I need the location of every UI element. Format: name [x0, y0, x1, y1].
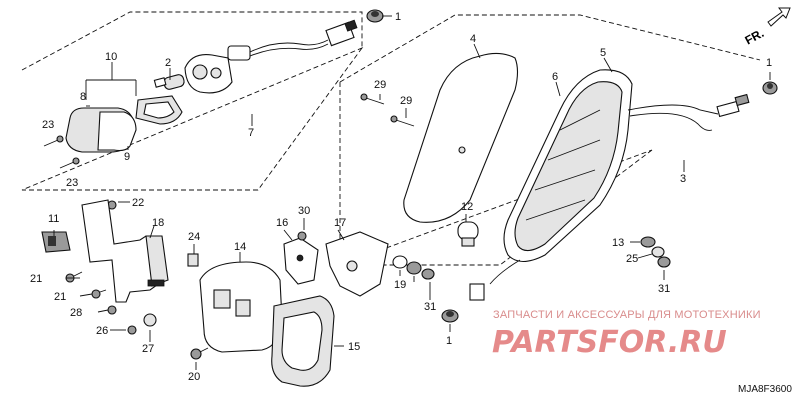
callout-9: 9	[124, 151, 130, 163]
rear-reflector	[41, 231, 71, 253]
callout-31-left: 31	[424, 301, 436, 313]
callout-18: 18	[152, 217, 164, 229]
callout-19: 19	[394, 279, 406, 291]
callout-7: 7	[248, 127, 254, 139]
tail-bulb	[457, 221, 479, 247]
license-bracket	[81, 199, 169, 303]
grommet-top	[366, 9, 384, 23]
callout-6: 6	[552, 71, 558, 83]
callout-29a: 29	[374, 79, 386, 91]
callout-21a: 21	[30, 273, 42, 285]
callout-22: 22	[132, 197, 144, 209]
grommet-right	[762, 81, 778, 95]
callout-31-right: 31	[658, 283, 670, 295]
callout-25: 25	[626, 253, 638, 265]
nut-27	[143, 313, 157, 327]
callout-20: 20	[188, 371, 200, 383]
clip-24	[187, 253, 199, 267]
washer-13	[640, 236, 656, 248]
license-light-lens	[65, 107, 137, 153]
callout-15: 15	[348, 341, 360, 353]
callout-17: 17	[334, 217, 346, 229]
washer-19	[392, 255, 408, 269]
nut-31-left	[421, 268, 435, 280]
washer-26	[127, 325, 137, 335]
grommet-bottom	[441, 309, 459, 323]
screw-23b	[59, 157, 80, 169]
callout-2: 2	[165, 57, 171, 69]
nut-25	[651, 246, 665, 258]
callout-5: 5	[600, 47, 606, 59]
callout-10: 10	[105, 51, 117, 63]
callout-30: 30	[298, 205, 310, 217]
license-gasket	[271, 295, 335, 387]
tail-lens-outer	[403, 52, 519, 223]
screw-23a	[43, 135, 64, 147]
callout-21b: 21	[54, 291, 66, 303]
callout-8: 8	[80, 91, 86, 103]
callout-1-right: 1	[766, 57, 772, 69]
watermark: ЗАПЧАСТИ И АКСЕССУАРЫ ДЛЯ МОТОТЕХНИКИ PA…	[492, 309, 761, 360]
callout-29b: 29	[400, 95, 412, 107]
callout-1-bottom: 1	[446, 335, 452, 347]
bolt-21b	[91, 289, 107, 299]
callout-16: 16	[276, 217, 288, 229]
callout-26: 26	[96, 325, 108, 337]
nut-31-right	[657, 256, 671, 268]
screw-29b	[390, 115, 415, 127]
screw-29a	[360, 93, 385, 105]
nut-28	[107, 305, 117, 315]
bolt-21a	[65, 271, 83, 283]
callout-27: 27	[142, 343, 154, 355]
callout-11: 11	[48, 213, 59, 225]
front-direction-label: FR.	[743, 26, 767, 47]
bolt-20	[190, 347, 209, 360]
callout-3: 3	[680, 173, 686, 185]
lens-seal	[135, 95, 183, 125]
callout-23a: 23	[42, 119, 54, 131]
taillight-housing	[469, 69, 750, 301]
bulb-socket-harness	[184, 19, 358, 94]
nut-13-left	[406, 261, 422, 275]
watermark-logo: PARTSFOR.RU	[492, 325, 727, 360]
bracket-17	[325, 231, 389, 297]
callout-28: 28	[70, 307, 82, 319]
watermark-caption: ЗАПЧАСТИ И АКСЕССУАРЫ ДЛЯ МОТОТЕХНИКИ	[493, 309, 761, 321]
callout-13-right: 13	[612, 237, 624, 249]
front-arrow-icon	[767, 7, 791, 27]
bracket-16	[283, 237, 319, 285]
callout-14: 14	[234, 241, 246, 253]
front-direction-indicator: FR.	[743, 7, 791, 47]
callout-23b: 23	[66, 177, 78, 189]
drawing-code: MJA8F3600	[738, 384, 792, 395]
group-box-7	[21, 11, 364, 191]
callout-24: 24	[188, 231, 200, 243]
bolt-30	[297, 231, 307, 241]
license-bulb	[153, 74, 185, 90]
group-box-3	[339, 14, 761, 266]
license-light-cover	[199, 261, 283, 353]
callout-4: 4	[470, 33, 476, 45]
callout-1-top: 1	[395, 11, 401, 23]
callout-12: 12	[461, 201, 473, 213]
